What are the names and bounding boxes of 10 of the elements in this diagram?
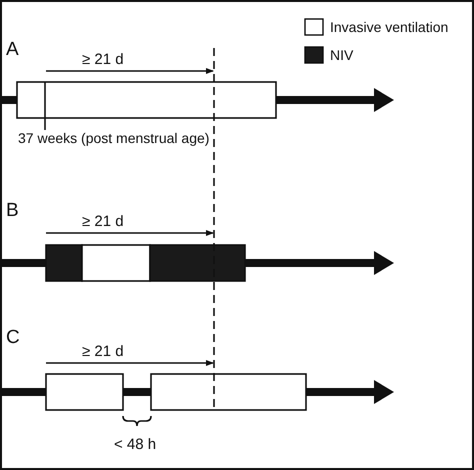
panel-letter: C (6, 328, 20, 347)
legend-label: NIV (330, 48, 354, 62)
age-label: 37 weeks (post menstrual age) (18, 131, 210, 145)
gap-label: < 48 h (114, 437, 156, 452)
panel-letter: A (6, 40, 19, 59)
panel-letter: B (6, 201, 19, 220)
duration-label: ≥ 21 d (82, 214, 124, 229)
duration-label: ≥ 21 d (82, 344, 124, 359)
duration-label: ≥ 21 d (82, 52, 124, 67)
legend-label: Invasive ventilation (330, 20, 448, 34)
